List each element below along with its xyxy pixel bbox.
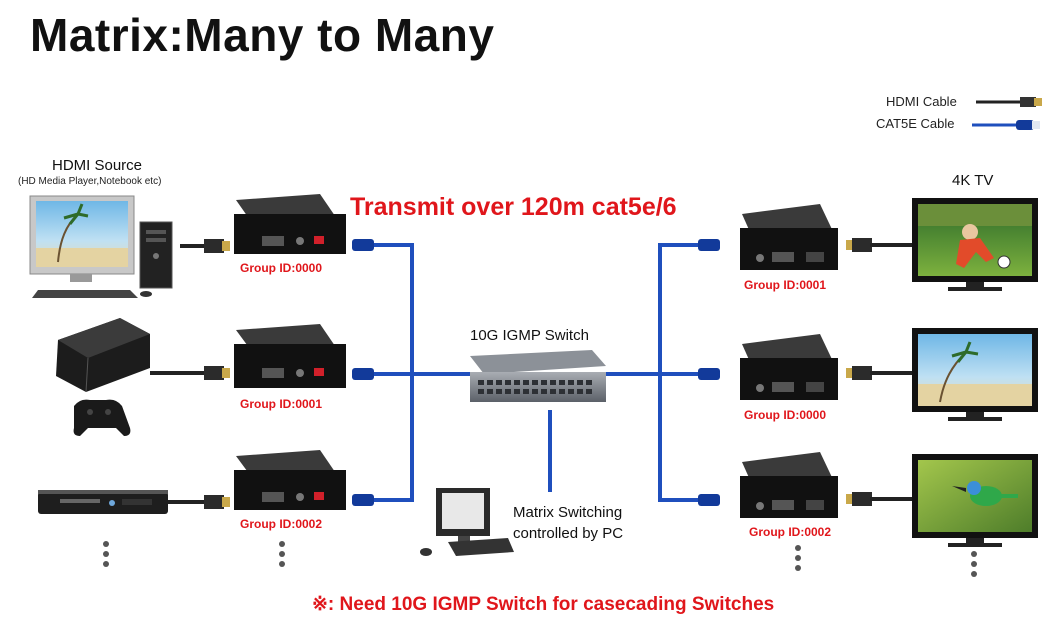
tx-hdmi-cables bbox=[150, 239, 230, 509]
legend-cat5e-label: CAT5E Cable bbox=[876, 116, 955, 131]
gamepad-icon bbox=[73, 399, 131, 436]
legend-hdmi-label: HDMI Cable bbox=[886, 94, 957, 109]
rx-box-3-icon bbox=[740, 452, 838, 518]
cat-connectors bbox=[352, 239, 720, 506]
legend-hdmi-cable-icon bbox=[976, 97, 1042, 107]
tx-box-3-icon bbox=[234, 450, 346, 510]
tx-group-id-1: Group ID:0000 bbox=[240, 261, 323, 275]
rx-group-id-2: Group ID:0000 bbox=[744, 408, 827, 422]
switch-label: 10G IGMP Switch bbox=[470, 327, 589, 344]
rx-cat-cables bbox=[606, 243, 706, 502]
rx-box-1-icon bbox=[740, 204, 838, 270]
rx-hdmi-cables bbox=[846, 238, 916, 506]
legend-cat5e-cable-icon bbox=[972, 120, 1040, 130]
tx-cat-cables bbox=[372, 243, 470, 502]
tx-box-1-icon bbox=[234, 194, 346, 254]
media-player-icon bbox=[38, 490, 168, 514]
tx-group-id-3: Group ID:0002 bbox=[240, 517, 323, 531]
rx-group-id-3: Group ID:0002 bbox=[749, 525, 832, 539]
tx-group-id-2: Group ID:0001 bbox=[240, 397, 323, 411]
control-pc-icon bbox=[420, 488, 514, 556]
network-switch-icon bbox=[470, 350, 606, 402]
pc-label-line1: Matrix Switching bbox=[513, 504, 623, 521]
source-subtitle: (HD Media Player,Notebook etc) bbox=[18, 176, 162, 187]
display-title: 4K TV bbox=[952, 172, 994, 189]
more-items-dots-icon bbox=[103, 541, 977, 577]
transmit-caption: Transmit over 120m cat5e/6 bbox=[350, 193, 677, 221]
pc-label-line2: controlled by PC bbox=[513, 525, 624, 542]
footnote: ※: Need 10G IGMP Switch for casecading S… bbox=[312, 594, 775, 615]
rx-group-id-1: Group ID:0001 bbox=[744, 278, 827, 292]
tv-1-icon bbox=[912, 198, 1038, 291]
source-title: HDMI Source bbox=[52, 157, 143, 174]
page-title: Matrix:Many to Many bbox=[30, 9, 495, 61]
tv-3-icon bbox=[912, 454, 1038, 547]
desktop-computer-icon bbox=[29, 195, 173, 298]
tx-box-2-icon bbox=[234, 324, 346, 388]
rx-box-2-icon bbox=[740, 334, 838, 400]
tv-2-icon bbox=[912, 328, 1038, 421]
game-console-icon bbox=[56, 318, 150, 393]
